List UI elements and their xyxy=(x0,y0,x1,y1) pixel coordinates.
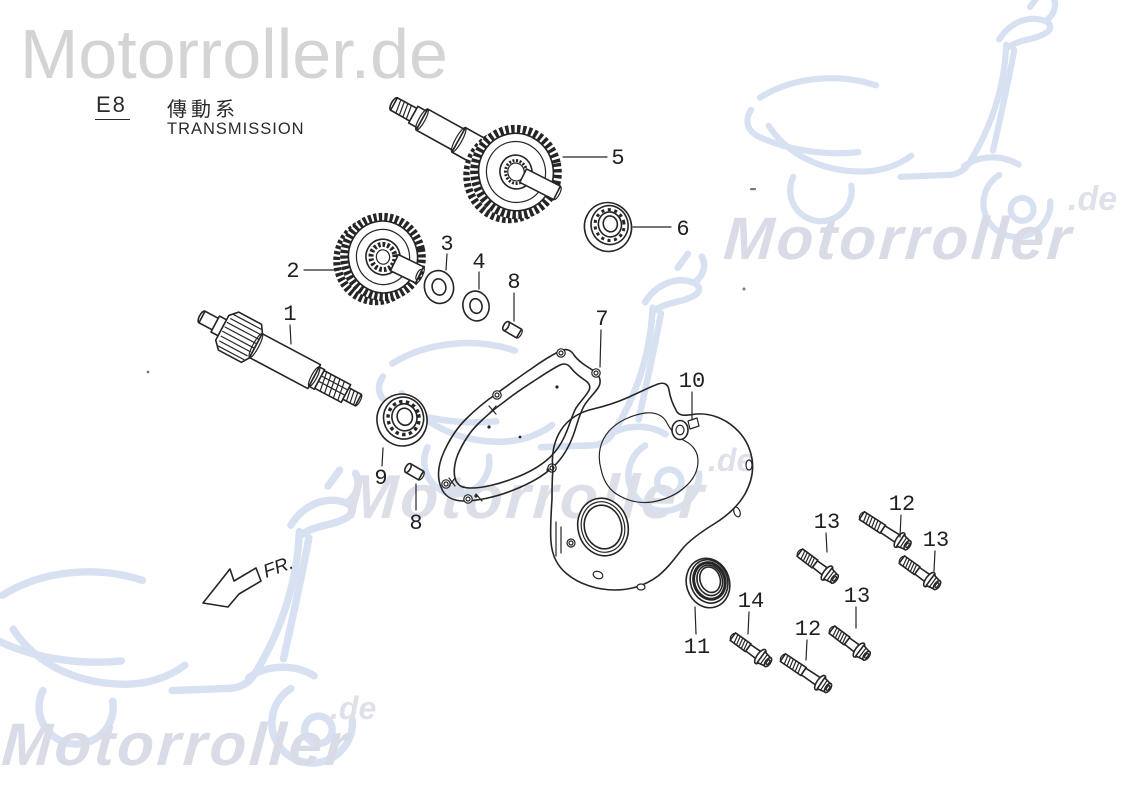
part-13-bolt-left xyxy=(792,544,843,588)
part-5-final-gear-shaft xyxy=(389,96,563,224)
callout-10: 10 xyxy=(679,369,705,394)
callout-2: 2 xyxy=(286,259,299,284)
watermark-tld-text: .de xyxy=(1068,180,1118,218)
part-8-dowel-pin-lower xyxy=(402,461,427,482)
part-11-oil-seal xyxy=(685,557,731,609)
callout-13-lower: 13 xyxy=(844,584,870,609)
section-title-local: 傳動系 xyxy=(167,99,239,121)
callout-7: 7 xyxy=(595,307,608,332)
front-direction-label: FR. xyxy=(261,552,297,582)
callout-1: 1 xyxy=(283,302,296,327)
section-title-english: TRANSMISSION xyxy=(167,120,305,138)
scan-specks xyxy=(146,188,756,374)
part-13-bolt-right xyxy=(894,550,945,595)
part-4-washer xyxy=(462,290,490,322)
leader-lines xyxy=(289,156,936,661)
part-7-gasket xyxy=(437,348,601,504)
part-1-drive-shaft xyxy=(197,310,363,407)
part-10-crankcase-cover xyxy=(549,382,754,591)
callout-6: 6 xyxy=(676,217,689,242)
front-direction-arrow: FR. xyxy=(202,552,297,608)
callout-4: 4 xyxy=(472,250,485,275)
callout-12-upper: 12 xyxy=(889,492,915,517)
callout-11: 11 xyxy=(684,635,710,660)
callout-14: 14 xyxy=(738,589,764,614)
watermark-motorroller-top: Motorroller.de xyxy=(20,15,448,93)
watermark-motorroller-center: Motorroller .de xyxy=(344,442,755,533)
watermark-tld-text: .de xyxy=(330,690,377,726)
callout-13-right: 13 xyxy=(923,528,949,553)
part-14-bolt xyxy=(725,627,776,672)
part-6-bearing xyxy=(583,201,633,253)
callout-12-lower: 12 xyxy=(795,617,821,642)
callout-3: 3 xyxy=(440,232,453,257)
callout-numbers: 1 2 3 4 5 6 7 8 8 9 10 11 12 12 13 13 13… xyxy=(283,146,949,660)
part-3-washer xyxy=(423,269,455,305)
watermark-motorroller-bottom: Motorroller .de xyxy=(0,690,376,779)
part-13-bolt-lower xyxy=(824,621,875,665)
section-code: E8 xyxy=(95,92,130,120)
callout-13-left: 13 xyxy=(814,510,840,535)
part-8-dowel-pin-upper xyxy=(500,319,525,340)
part-9-bearing xyxy=(376,393,428,447)
part-2-gear xyxy=(333,212,426,306)
watermark-tld-text: .de xyxy=(708,442,755,478)
callout-8-upper: 8 xyxy=(507,270,520,295)
callout-8-lower: 8 xyxy=(409,511,422,536)
callout-5: 5 xyxy=(611,146,624,171)
callout-9: 9 xyxy=(374,466,387,491)
watermark-motorroller-right: Motorroller .de xyxy=(722,180,1117,273)
